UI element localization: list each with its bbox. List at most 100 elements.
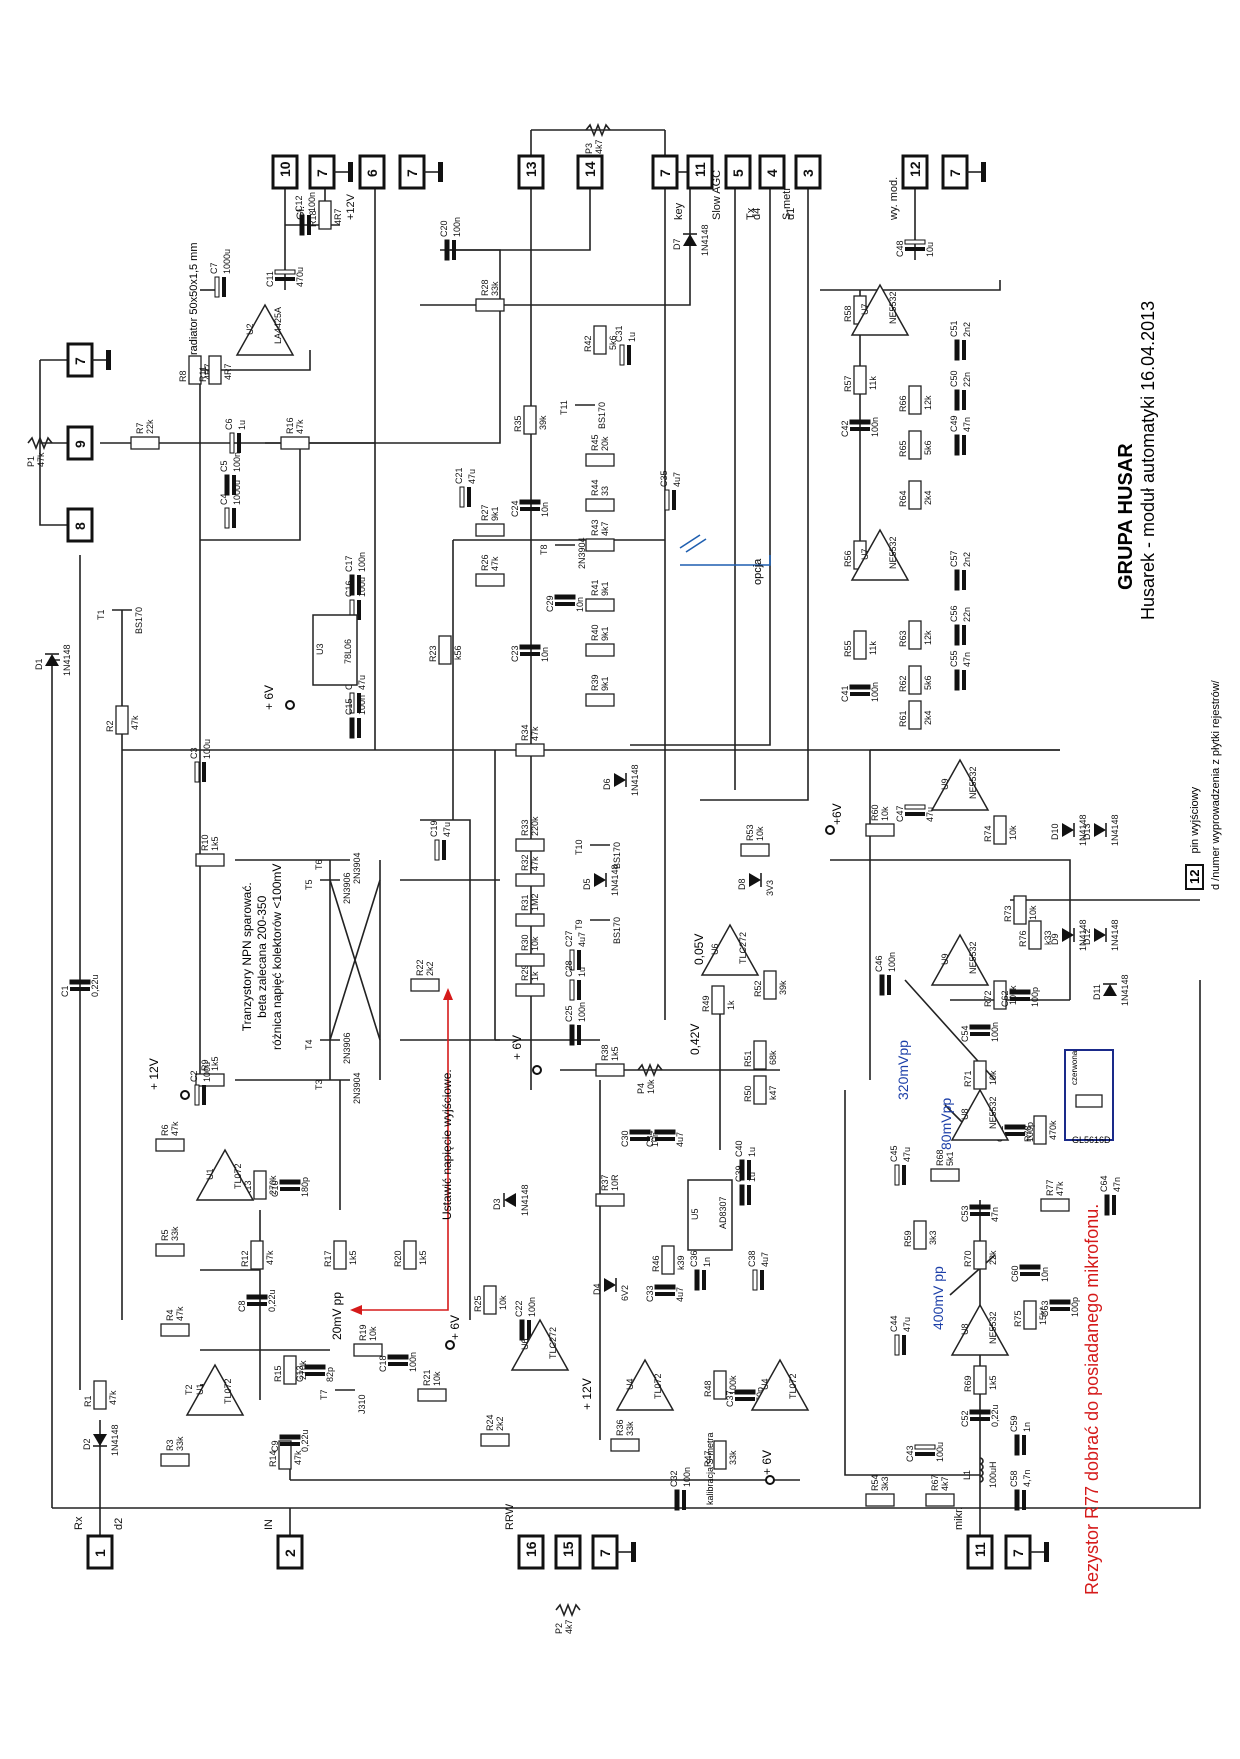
resistor-ref: R27 [480,504,490,521]
capacitor-value: 4u7 [577,932,587,947]
diode-part: 1N4148 [1078,814,1088,846]
connector-pin-7[interactable]: 7Gł. [295,154,353,220]
resistor-ref: R3 [165,1439,175,1451]
resistor-ref: R36 [615,1419,625,1436]
connector-pin-15[interactable]: 15 [554,1534,582,1570]
pin-d-label: d1 [785,208,797,220]
resistor-value: 10k [880,806,890,821]
diode-part: 1N4148 [630,764,640,796]
ic-ref: U3 [315,643,325,655]
resistor-ref: R72 [983,990,993,1007]
capacitor-value: 47n [990,1207,1000,1222]
resistor-value: 2k4 [923,490,933,505]
supply-terminal-4 [825,825,835,835]
potentiometer-ref: P2 [554,1623,564,1634]
capacitor-ref: C18 [378,1355,388,1372]
capacitor-value: 100n [577,1002,587,1022]
connector-pin-6[interactable]: 6+12V [345,154,386,220]
resistor-ref: R38 [600,1044,610,1061]
resistor-value: 33k [625,1421,635,1436]
potentiometer-value: 4k7 [594,139,604,154]
resistor-value: 5k6 [608,335,618,350]
connector-pin-13[interactable]: 13 [517,154,545,190]
resistor-ref: R58 [843,305,853,322]
capacitor-ref: C28 [564,960,574,977]
connector-pin-7[interactable]: 7 [398,154,443,190]
resistor-value: 10k [1008,825,1018,840]
capacitor-value: 100n [408,1352,418,1372]
capacitor-value: 0,22u [267,1289,277,1312]
capacitor-ref: C3 [189,747,199,759]
connector-pin-7[interactable]: 7 [66,342,111,378]
connector-pin-7[interactable]: 7 [1004,1534,1049,1570]
diode-ref: D12 [1082,928,1092,945]
capacitor-ref: C45 [889,1145,899,1162]
ic-ref: U2 [245,323,255,335]
capacitor-value: 0,22u [90,974,100,997]
ic-part: NE5532 [988,1096,998,1129]
capacitor-value: 0,22u [300,1429,310,1452]
capacitor-value: 1u [237,420,247,430]
connector-pin-2[interactable]: 2IN [263,1519,304,1570]
connector-pin-8[interactable]: 8 [66,507,94,543]
connector-pin-7[interactable]: 7 [591,1534,636,1570]
resistor-ref: R61 [898,710,908,727]
ic-ref: U4 [625,1378,635,1390]
diode-ref: D13 [1082,823,1092,840]
pin-d-label: d2 [113,1518,125,1530]
capacitor-value: 47n [1112,1177,1122,1192]
capacitor-ref: C51 [949,320,959,337]
connector-pin-7[interactable]: 7 [941,154,986,190]
capacitor-ref: C56 [949,605,959,622]
connector-pin-9[interactable]: 9 [66,425,94,461]
legend-d-text: d /numer wyprowadzenia z płytki rejestró… [1210,680,1222,890]
connector-pin-14[interactable]: 14 [576,154,604,190]
connector-pin-3[interactable]: 3S-metr [781,154,822,220]
pin-number: 9 [72,440,88,448]
capacitor-value: 47n [962,417,972,432]
capacitor-value: 10u [925,242,935,257]
diode-part: 1N4148 [110,1424,120,1456]
connector-pin-10[interactable]: 10 [271,154,299,190]
adjust-arrow [350,988,453,1315]
